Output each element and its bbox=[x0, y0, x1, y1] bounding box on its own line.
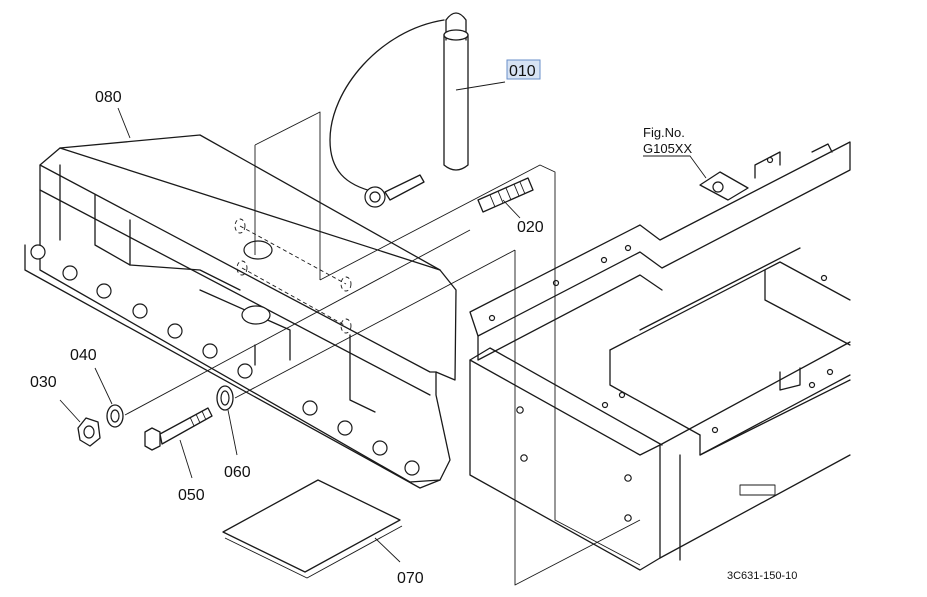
assembly-guide-lines bbox=[124, 111, 641, 586]
figure-ref-line1: Fig.No. bbox=[643, 125, 685, 140]
manual-sheet-070-drawing bbox=[222, 479, 403, 579]
tractor-frame-drawing bbox=[469, 141, 851, 571]
callout-020[interactable]: 020 bbox=[517, 219, 544, 236]
drawing-code: 3C631-150-10 bbox=[727, 570, 797, 582]
nut-washer-drawing bbox=[59, 367, 124, 447]
highlight-box-010 bbox=[506, 59, 541, 80]
figure-ref-line2: G105XX bbox=[643, 141, 692, 156]
leader-080 bbox=[117, 107, 131, 139]
stud-020-drawing bbox=[477, 177, 534, 219]
bolt-washer-drawing bbox=[144, 385, 238, 479]
callout-030[interactable]: 030 bbox=[30, 374, 57, 391]
callout-070[interactable]: 070 bbox=[397, 570, 424, 587]
drawbar-bracket-080-drawing bbox=[24, 134, 457, 489]
callout-040[interactable]: 040 bbox=[70, 347, 97, 364]
callout-010[interactable]: 010 bbox=[509, 63, 536, 80]
figure-ref-leader bbox=[643, 155, 707, 179]
callout-080[interactable]: 080 bbox=[95, 89, 122, 106]
callout-060[interactable]: 060 bbox=[224, 464, 251, 481]
callout-050[interactable]: 050 bbox=[178, 487, 205, 504]
pin-010-drawing bbox=[329, 12, 506, 208]
